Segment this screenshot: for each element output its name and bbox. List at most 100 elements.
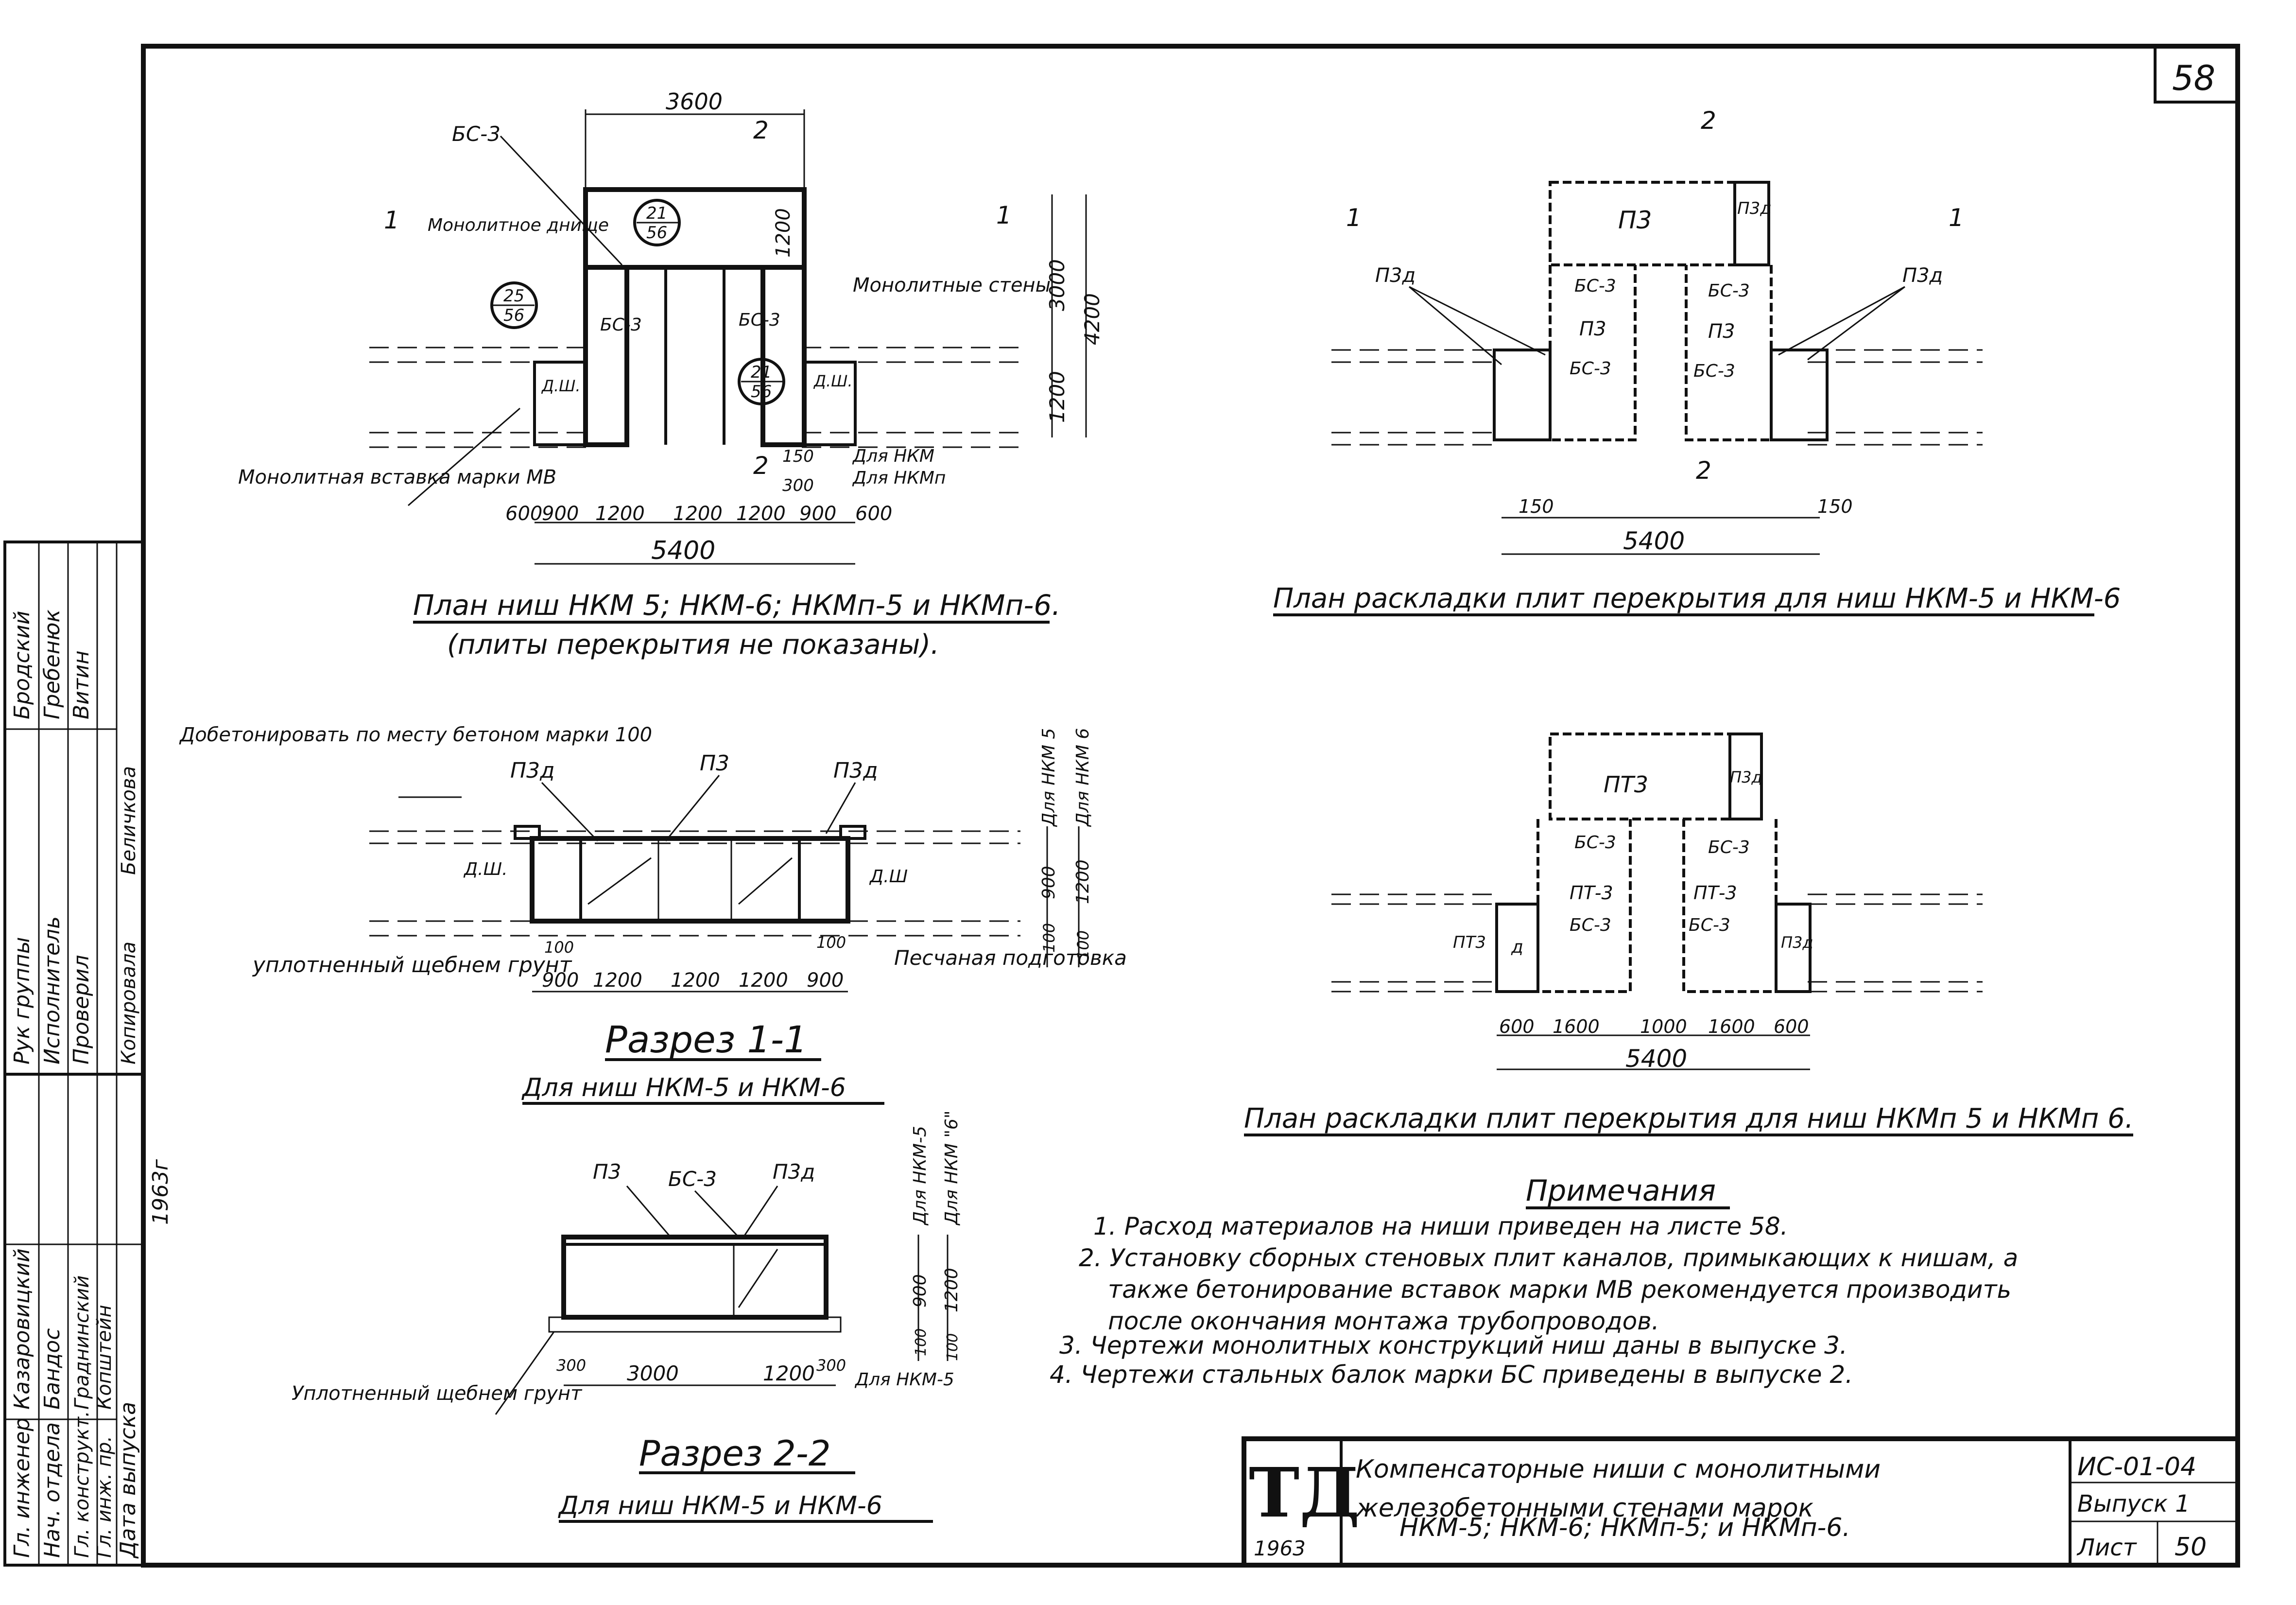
section-mark-s2-bottom: 2 bbox=[1696, 456, 1711, 485]
label-for-nkm5-s2: Для НКМ-5 bbox=[854, 1370, 954, 1390]
dim-5400-a: 5400 bbox=[1623, 527, 1685, 555]
dim-row-3: 1200 bbox=[673, 503, 723, 525]
dim-s1-3: 1200 bbox=[739, 969, 788, 992]
label-pt3-left: ПТ3 bbox=[1453, 933, 1486, 952]
dim-s1-100a: 100 bbox=[544, 938, 574, 957]
label-p3a: П3 bbox=[1579, 318, 1606, 340]
side-stamp: Рук группы Бродский Исполнитель Гребенюк… bbox=[3, 541, 173, 1567]
dim-s2-v100b: 100 bbox=[944, 1333, 961, 1361]
dim-row-0: 600 bbox=[505, 503, 542, 525]
label-for-nkm6-s1: Для НКМ 6 bbox=[1073, 728, 1093, 827]
logo-td: ТД bbox=[1249, 1453, 1360, 1533]
label-bs3b-b: БС-3 bbox=[1708, 837, 1750, 857]
note-2c: после окончания монтажа трубопроводов. bbox=[1108, 1307, 1659, 1335]
label-soil-s2: Уплотненный щебнем грунт bbox=[292, 1382, 583, 1405]
note-4: 4. Чертежи стальных балок марки БС приве… bbox=[1050, 1361, 1853, 1389]
section-2-subtitle: Для ниш НКМ-5 и НКМ-6 bbox=[558, 1491, 882, 1520]
dim-row-b-0: 600 bbox=[1499, 1016, 1535, 1037]
dim-1200: 1200 bbox=[772, 208, 794, 258]
stamp-name-8: 1963г bbox=[148, 1159, 173, 1225]
dim-s2-1: 3000 bbox=[627, 1361, 679, 1385]
note-2: 2. Установку сборных стеновых плит канал… bbox=[1079, 1244, 2018, 1272]
label-dsh-left: Д.Ш. bbox=[541, 377, 581, 395]
stamp-name-4: Казаровицкий bbox=[10, 1248, 35, 1410]
label-p3b: П3 bbox=[1708, 320, 1735, 343]
dim-150: 150 bbox=[782, 447, 814, 466]
dim-s2-v100a: 100 bbox=[913, 1328, 930, 1356]
stamp-name-7: Копштейн bbox=[93, 1305, 116, 1410]
label-bs3d-b: БС-3 bbox=[1689, 915, 1730, 935]
label-soil-s1: уплотненный щебнем грунт bbox=[252, 953, 572, 977]
label-for-nkm: Для НКМ bbox=[852, 446, 934, 466]
stamp-name-2: Витин bbox=[69, 650, 94, 719]
notes: Примечания 1. Расход материалов на ниши … bbox=[1050, 1174, 2018, 1389]
label-dsh-left-s1: Д.Ш. bbox=[463, 859, 508, 879]
dim-s2-3: 300 bbox=[816, 1356, 846, 1375]
dim-row-b-2: 1000 bbox=[1640, 1016, 1687, 1037]
stamp-role-4: Гл. инженер bbox=[10, 1418, 35, 1558]
dim-3000: 3000 bbox=[1045, 259, 1069, 311]
section-mark-2-bottom: 2 bbox=[753, 452, 769, 480]
label-p3d-top-b: П3д bbox=[1730, 768, 1762, 786]
dim-s2-1200: 1200 bbox=[942, 1268, 962, 1312]
label-for-nkm6-v: Для НКМ "6" bbox=[942, 1111, 962, 1226]
plan-slabs-b: ПТ3 П3д БС-3 БС-3 ПТ-3 ПТ-3 БС-3 БС-3 ПТ… bbox=[1244, 733, 2134, 1136]
dim-s1-900: 900 bbox=[1039, 866, 1059, 899]
label-pt3b: ПТ-3 bbox=[1693, 882, 1737, 904]
section-1-1: Добетонировать по месту бетоном марки 10… bbox=[179, 724, 1127, 1105]
caption-plan-slabs-a: План раскладки плит перекрытия для ниш Н… bbox=[1273, 583, 2121, 614]
stamp-role-8: Дата выпуска bbox=[116, 1402, 140, 1559]
label-p3d-top: П3д bbox=[1737, 199, 1772, 218]
label-p3-s1: П3 bbox=[700, 751, 729, 776]
section-mark-s1-left: 1 bbox=[1346, 204, 1362, 232]
dim-s1-100b: 100 bbox=[816, 933, 846, 952]
label-bs3-left: БС-3 bbox=[600, 315, 642, 335]
dim-4200: 4200 bbox=[1080, 293, 1104, 345]
label-bs3a-b: БС-3 bbox=[1574, 833, 1616, 853]
label-bs3-top: БС-3 bbox=[452, 122, 501, 146]
stamp-name-6: Граднинский bbox=[71, 1275, 93, 1410]
label-p3-s2: П3 bbox=[593, 1160, 621, 1184]
dim-row-2: 1200 bbox=[595, 503, 645, 525]
dim-row-6: 600 bbox=[855, 503, 892, 525]
dim-s1-v100b: 100 bbox=[1074, 930, 1092, 960]
title-year: 1963 bbox=[1254, 1536, 1306, 1560]
stamp-name-5: Бандос bbox=[40, 1328, 65, 1410]
title-code: ИС-01-04 bbox=[2077, 1452, 2196, 1482]
notes-title: Примечания bbox=[1526, 1174, 1716, 1208]
stamp-name-3: Беличкова bbox=[118, 766, 140, 875]
dim-150-left: 150 bbox=[1519, 496, 1554, 517]
label-dsh-right: Д.Ш. bbox=[813, 372, 853, 390]
label-bs3d: БС-3 bbox=[1693, 361, 1735, 381]
label-bs3-right: БС-3 bbox=[739, 310, 780, 330]
dim-row-1: 900 bbox=[542, 503, 579, 525]
label-bs3a: БС-3 bbox=[1574, 276, 1616, 296]
label-sand: Песчаная подготовка bbox=[894, 946, 1127, 970]
dim-row-4: 1200 bbox=[736, 503, 786, 525]
dim-s1-4: 900 bbox=[807, 969, 844, 992]
dim-total: 5400 bbox=[651, 536, 715, 565]
stamp-role-0: Рук группы bbox=[10, 937, 35, 1065]
section-2-2: П3 БС-3 П3д Уплотненный щебнем грунт 300… bbox=[292, 1111, 962, 1523]
label-monolithic-walls: Монолитные стены bbox=[853, 274, 1051, 297]
circle3-top: 21 bbox=[751, 363, 772, 382]
section-2-title: Разрез 2-2 bbox=[639, 1433, 831, 1474]
dim-row-b-1: 1600 bbox=[1553, 1016, 1600, 1037]
label-pt3-top: ПТ3 bbox=[1604, 771, 1648, 798]
stamp-name-0: Бродский bbox=[10, 611, 35, 719]
label-pt3a: ПТ-3 bbox=[1570, 882, 1613, 904]
title-issue: Выпуск 1 bbox=[2077, 1490, 2190, 1518]
note-2b: также бетонирование вставок марки МВ рек… bbox=[1108, 1275, 2011, 1304]
dim-s1-0: 900 bbox=[542, 969, 579, 992]
circle1-bottom: 56 bbox=[646, 223, 667, 243]
dim-row-5: 900 bbox=[799, 503, 836, 525]
label-p3d-right-s1: П3д bbox=[833, 758, 878, 783]
title-line-1: Компенсаторные ниши с монолитными bbox=[1356, 1455, 1881, 1484]
stamp-role-7: Гл. инж. пр. bbox=[93, 1436, 116, 1558]
title-sheet-no: 50 bbox=[2175, 1533, 2207, 1562]
section-mark-1-right: 1 bbox=[996, 201, 1012, 229]
label-for-nkm5-s1: Для НКМ 5 bbox=[1039, 728, 1059, 827]
section-mark-1-left: 1 bbox=[384, 206, 399, 234]
dim-5400-b: 5400 bbox=[1625, 1045, 1687, 1073]
